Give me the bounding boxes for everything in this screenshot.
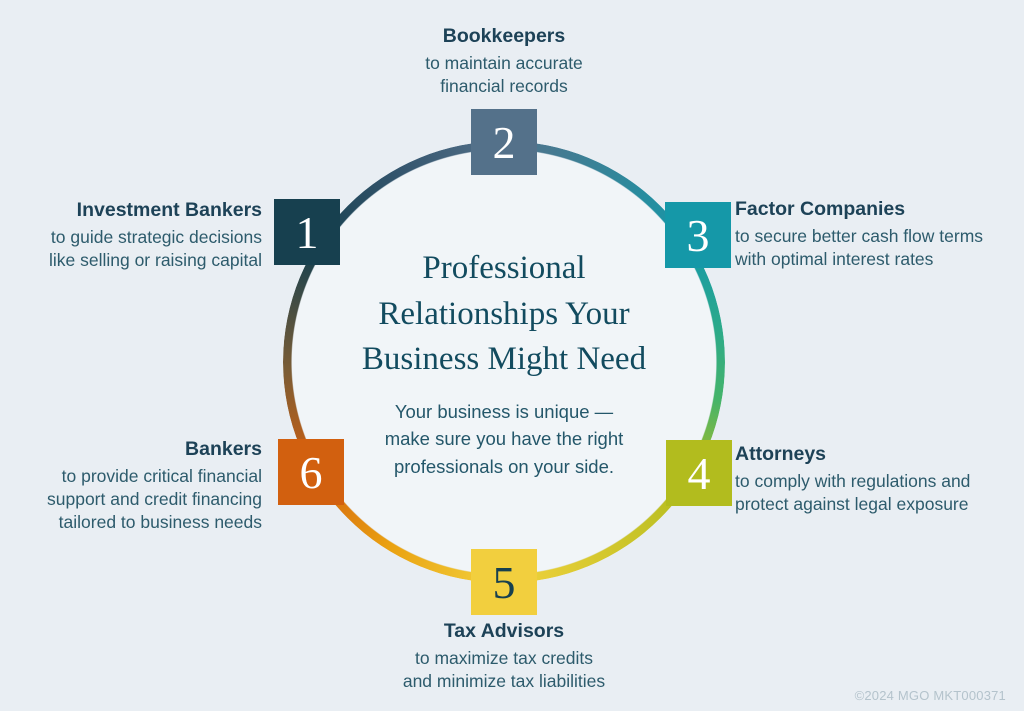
number-box-2: 2: [471, 109, 537, 175]
number-box-6: 6: [278, 439, 344, 505]
label-investment-bankers-title: Investment Bankers: [76, 199, 262, 221]
main-subtitle: Your business is unique — make sure you …: [384, 400, 624, 478]
number-3: 3: [686, 209, 710, 261]
number-box-3: 3: [665, 202, 731, 268]
label-attorneys: Attorneys to comply with regulations and…: [735, 442, 1020, 516]
label-tax-advisors: Tax Advisors to maximize tax credits and…: [354, 619, 654, 693]
number-5: 5: [492, 556, 516, 608]
label-attorneys-title: Attorneys: [735, 443, 827, 465]
label-bookkeepers-desc: to maintain accurate financial records: [425, 52, 583, 96]
label-investment-bankers: Investment Bankers to guide strategic de…: [0, 198, 262, 272]
gradient-ring: [283, 141, 725, 583]
label-tax-advisors-title: Tax Advisors: [443, 620, 565, 642]
number-box-4: 4: [666, 440, 732, 506]
number-1: 1: [295, 206, 319, 258]
center-block: Professional Relationships Your Business…: [304, 246, 704, 481]
label-factor-companies-title: Factor Companies: [735, 198, 906, 220]
label-bankers-title: Bankers: [185, 438, 262, 460]
label-bankers: Bankers to provide critical financial su…: [0, 437, 262, 534]
label-factor-companies-desc: to secure better cash flow terms with op…: [735, 225, 984, 269]
number-2: 2: [492, 116, 516, 168]
label-investment-bankers-desc: to guide strategic decisions like sellin…: [48, 226, 262, 270]
label-bookkeepers-title: Bookkeepers: [442, 25, 566, 47]
label-bankers-desc: to provide critical financial support an…: [47, 465, 262, 532]
number-box-1: 1: [274, 199, 340, 265]
label-factor-companies: Factor Companies to secure better cash f…: [735, 197, 1020, 271]
main-title: Professional Relationships Your Business…: [361, 250, 647, 378]
label-tax-advisors-desc: to maximize tax credits and minimize tax…: [402, 647, 606, 691]
number-4: 4: [687, 447, 711, 499]
number-box-5: 5: [471, 549, 537, 615]
label-attorneys-desc: to comply with regulations and protect a…: [735, 470, 971, 514]
label-bookkeepers: Bookkeepers to maintain accurate financi…: [354, 24, 654, 98]
copyright-credit: ©2024 MGO MKT000371: [854, 688, 1006, 703]
number-6: 6: [299, 446, 323, 498]
